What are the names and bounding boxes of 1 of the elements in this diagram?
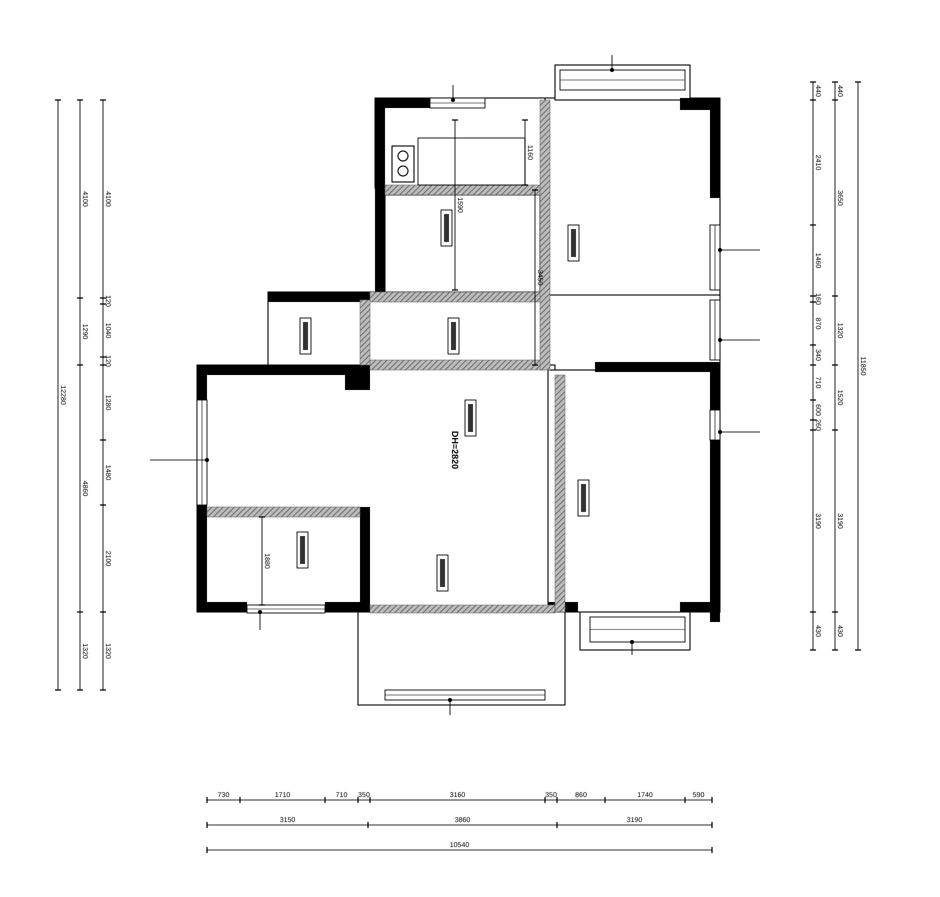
ceiling-height-label: DH=2820	[450, 430, 460, 470]
